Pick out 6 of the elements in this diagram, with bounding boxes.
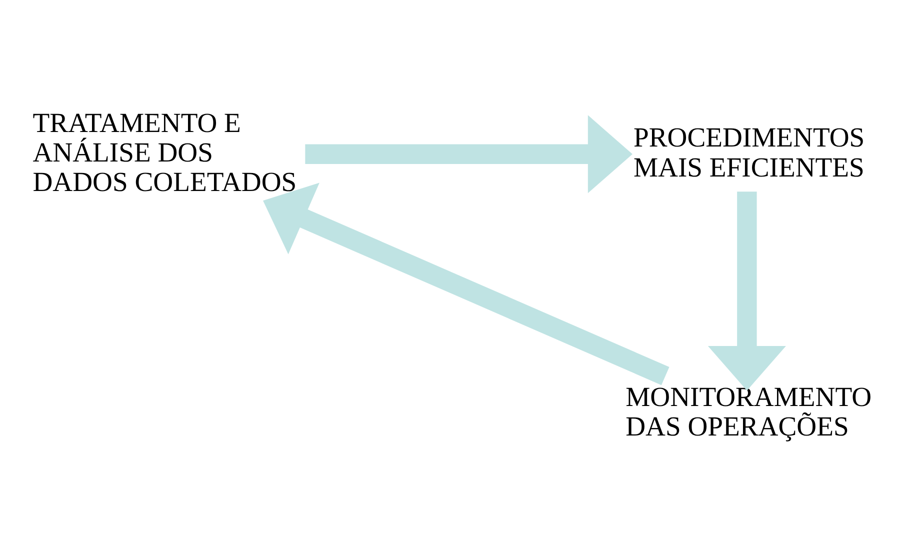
arrow — [708, 192, 786, 391]
node-text: MONITORAMENTO DAS OPERAÇÕES — [626, 381, 872, 442]
arrow — [305, 115, 632, 194]
node-text: TRATAMENTO E ANÁLISE DOS DADOS COLETADOS — [32, 106, 297, 198]
arrow — [263, 182, 670, 386]
node-text: PROCEDIMENTOS MAIS EFICIENTES — [633, 122, 865, 182]
